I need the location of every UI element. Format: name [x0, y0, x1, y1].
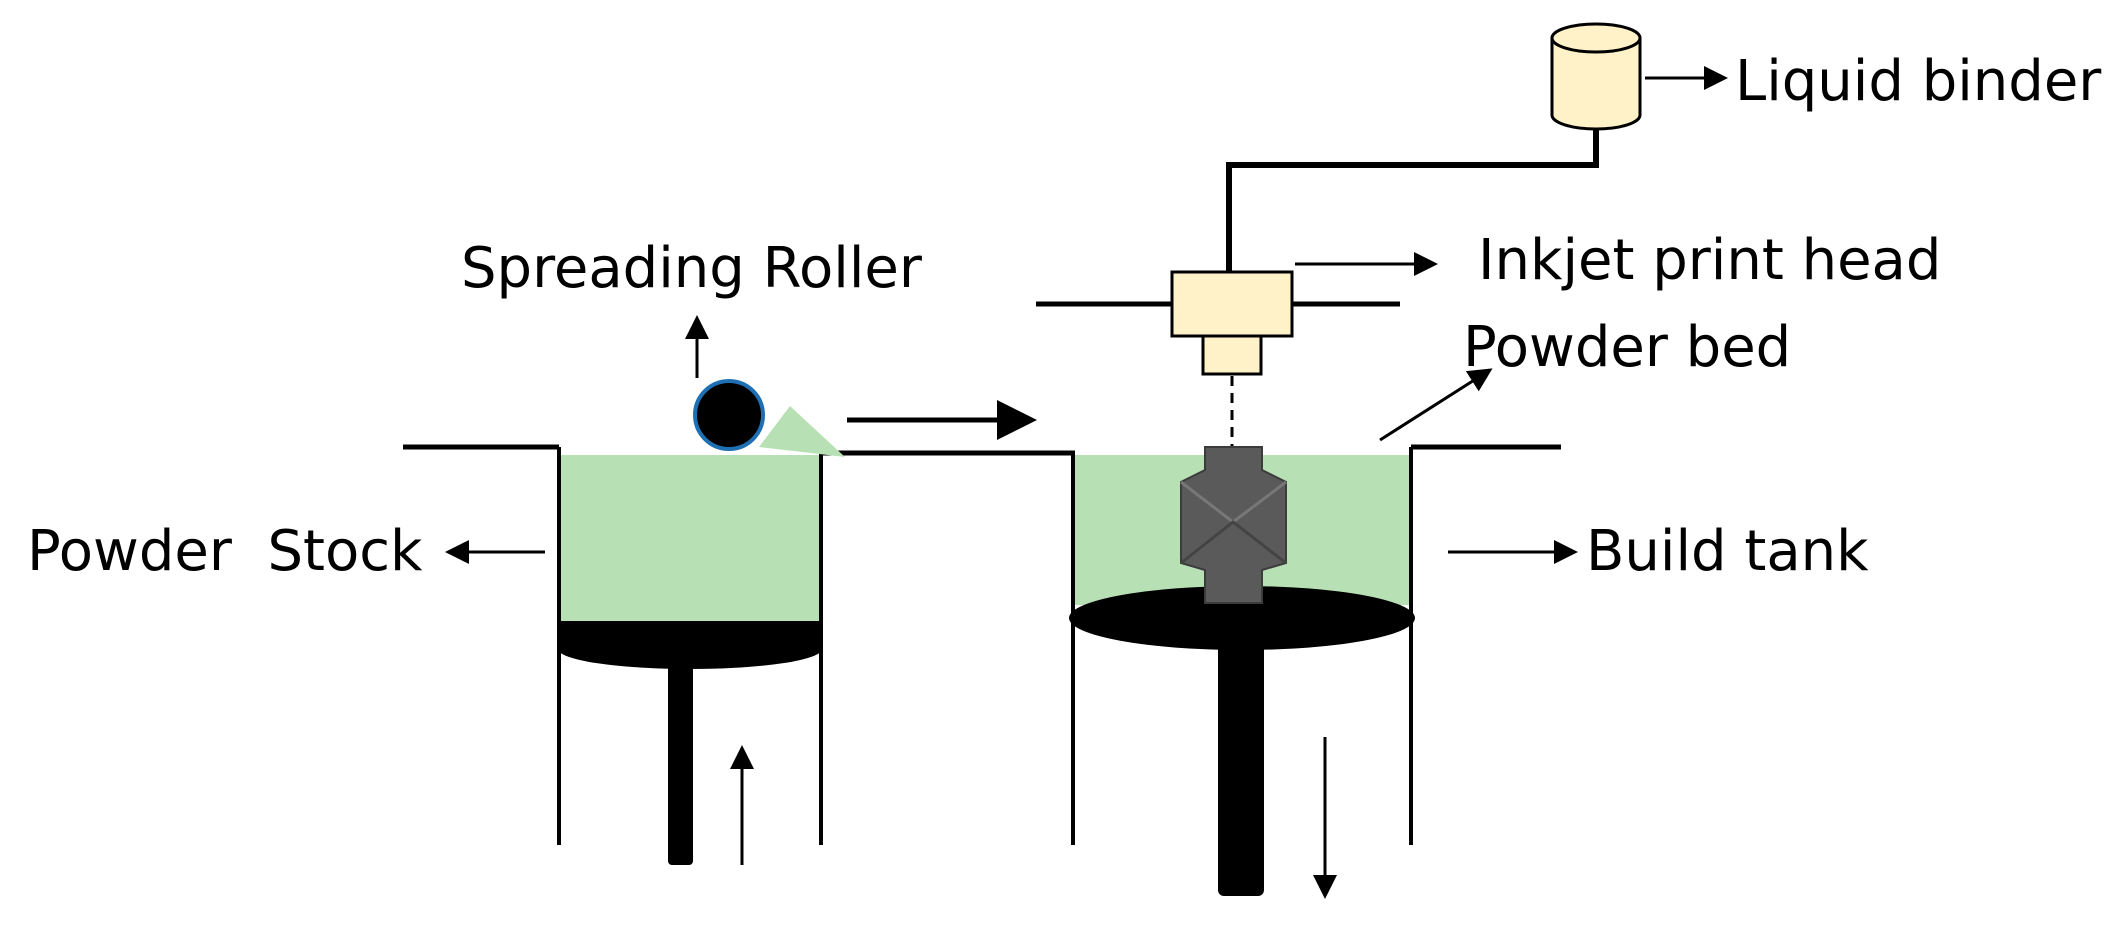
inkjet-print-head-label: Inkjet print head — [1478, 228, 1941, 293]
liquid-binder-label: Liquid binder — [1735, 49, 2102, 114]
binder-cylinder-top — [1550, 22, 1642, 54]
build-tank — [1069, 447, 1415, 896]
inkjet-nozzle — [1201, 334, 1263, 376]
printed-part — [1180, 446, 1287, 604]
feed-piston-rod — [668, 660, 693, 865]
powder-spread-wedge — [759, 406, 845, 457]
powder-stock-label: Powder Stock — [27, 519, 423, 584]
liquid-binder-reservoir — [1550, 22, 1642, 131]
build-tank-label: Build tank — [1586, 519, 1869, 584]
powder-bed-label: Powder bed — [1463, 315, 1791, 380]
powder-stock-chamber — [557, 447, 823, 865]
build-platform — [1069, 586, 1415, 650]
spreading-roller — [693, 379, 765, 451]
build-piston-rod — [1218, 640, 1264, 896]
inkjet-print-head — [1170, 270, 1294, 338]
binder-feed-tube — [1226, 128, 1599, 272]
powder-stock-powder — [560, 455, 820, 621]
feed-piston-platform — [558, 621, 822, 649]
powder-bed-arrow — [1379, 368, 1493, 442]
printed-part-shading-lower — [1180, 520, 1287, 565]
spreading-roller-label: Spreading Roller — [461, 236, 923, 301]
